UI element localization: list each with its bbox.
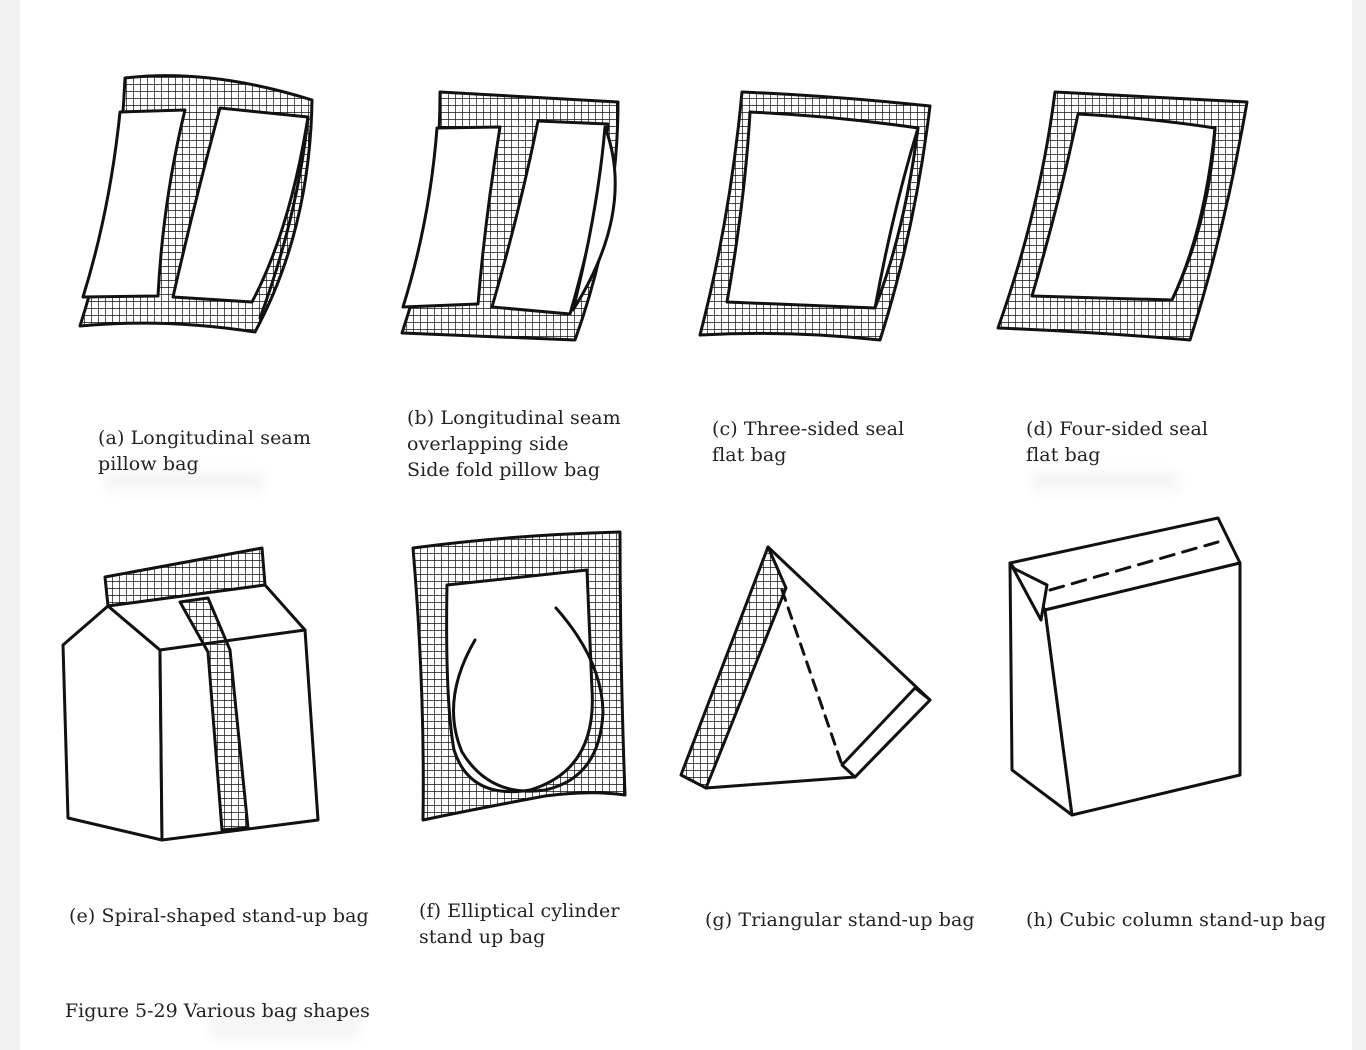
caption-h-line-1: (h) Cubic column stand-up bag — [1026, 909, 1327, 931]
caption-a: (a) Longitudinal seam pillow bag — [98, 425, 311, 477]
pillow-bag-a-left-panel — [81, 108, 187, 299]
standup-bag-f-bottom-curve — [452, 606, 605, 793]
caption-a-line-2: pillow bag — [98, 453, 199, 475]
standup-bag-e-seam — [178, 596, 250, 832]
flat-bag-d-side-fold — [1170, 126, 1217, 302]
caption-b: (b) Longitudinal seam overlapping side S… — [407, 405, 621, 483]
caption-a-line-1: (a) Longitudinal seam — [98, 427, 311, 449]
caption-h: (h) Cubic column stand-up bag — [1026, 907, 1326, 933]
caption-c-line-1: (c) Three-sided seal — [712, 418, 905, 440]
flat-bag-c-window — [725, 110, 920, 310]
standup-bag-f-drawing — [411, 530, 627, 822]
caption-c: (c) Three-sided seal flat bag — [712, 416, 904, 468]
standup-bag-g-bottom-seal — [840, 686, 932, 779]
standup-bag-g-side-seal — [679, 545, 788, 790]
flat-bag-c-side-fold — [873, 126, 920, 310]
pillow-bag-b-left-panel — [401, 125, 502, 309]
caption-b-line-1: (b) Longitudinal seam — [407, 407, 621, 429]
flat-bag-c-drawing — [698, 90, 932, 342]
caption-d-line-2: flat bag — [1026, 444, 1101, 466]
standup-bag-h-side-gusset — [1011, 566, 1049, 622]
flat-bag-d-drawing — [996, 90, 1249, 342]
caption-d-line-1: (d) Four-sided seal — [1026, 418, 1209, 440]
pillow-bag-b-side-fold — [571, 125, 617, 312]
standup-bag-h-drawing — [1008, 516, 1242, 817]
pillow-bag-a-right-panel — [171, 106, 310, 304]
caption-f-line-2: stand up bag — [419, 926, 546, 948]
caption-g: (g) Triangular stand-up bag — [705, 907, 975, 933]
caption-b-line-2: overlapping side — [407, 433, 569, 455]
caption-b-line-3: Side fold pillow bag — [407, 459, 601, 481]
caption-g-line-1: (g) Triangular stand-up bag — [705, 909, 975, 931]
caption-c-line-2: flat bag — [712, 444, 787, 466]
standup-bag-g-dashed-fold — [780, 588, 844, 767]
standup-bag-h-front-face — [1043, 561, 1242, 817]
pillow-bag-b-drawing — [400, 90, 620, 342]
standup-bag-f-window — [445, 568, 594, 794]
pillow-bag-a-side-gusset — [258, 115, 310, 320]
standup-bag-g-drawing — [679, 545, 932, 790]
standup-bag-e-drawing — [61, 546, 320, 842]
standup-bag-e-left-face — [61, 604, 164, 842]
caption-f: (f) Elliptical cylinder stand up bag — [419, 898, 620, 950]
caption-f-line-1: (f) Elliptical cylinder — [419, 900, 620, 922]
caption-e: (e) Spiral-shaped stand-up bag — [69, 903, 369, 929]
caption-d: (d) Four-sided seal flat bag — [1026, 416, 1208, 468]
pillow-bag-a-drawing — [78, 74, 314, 334]
faint-background-mark — [1030, 470, 1180, 492]
standup-bag-e-fold-line — [158, 628, 307, 652]
standup-bag-h-dashed-seal — [1048, 540, 1220, 592]
figure-caption: Figure 5-29 Various bag shapes — [65, 1000, 370, 1022]
caption-e-line-1: (e) Spiral-shaped stand-up bag — [69, 905, 369, 927]
